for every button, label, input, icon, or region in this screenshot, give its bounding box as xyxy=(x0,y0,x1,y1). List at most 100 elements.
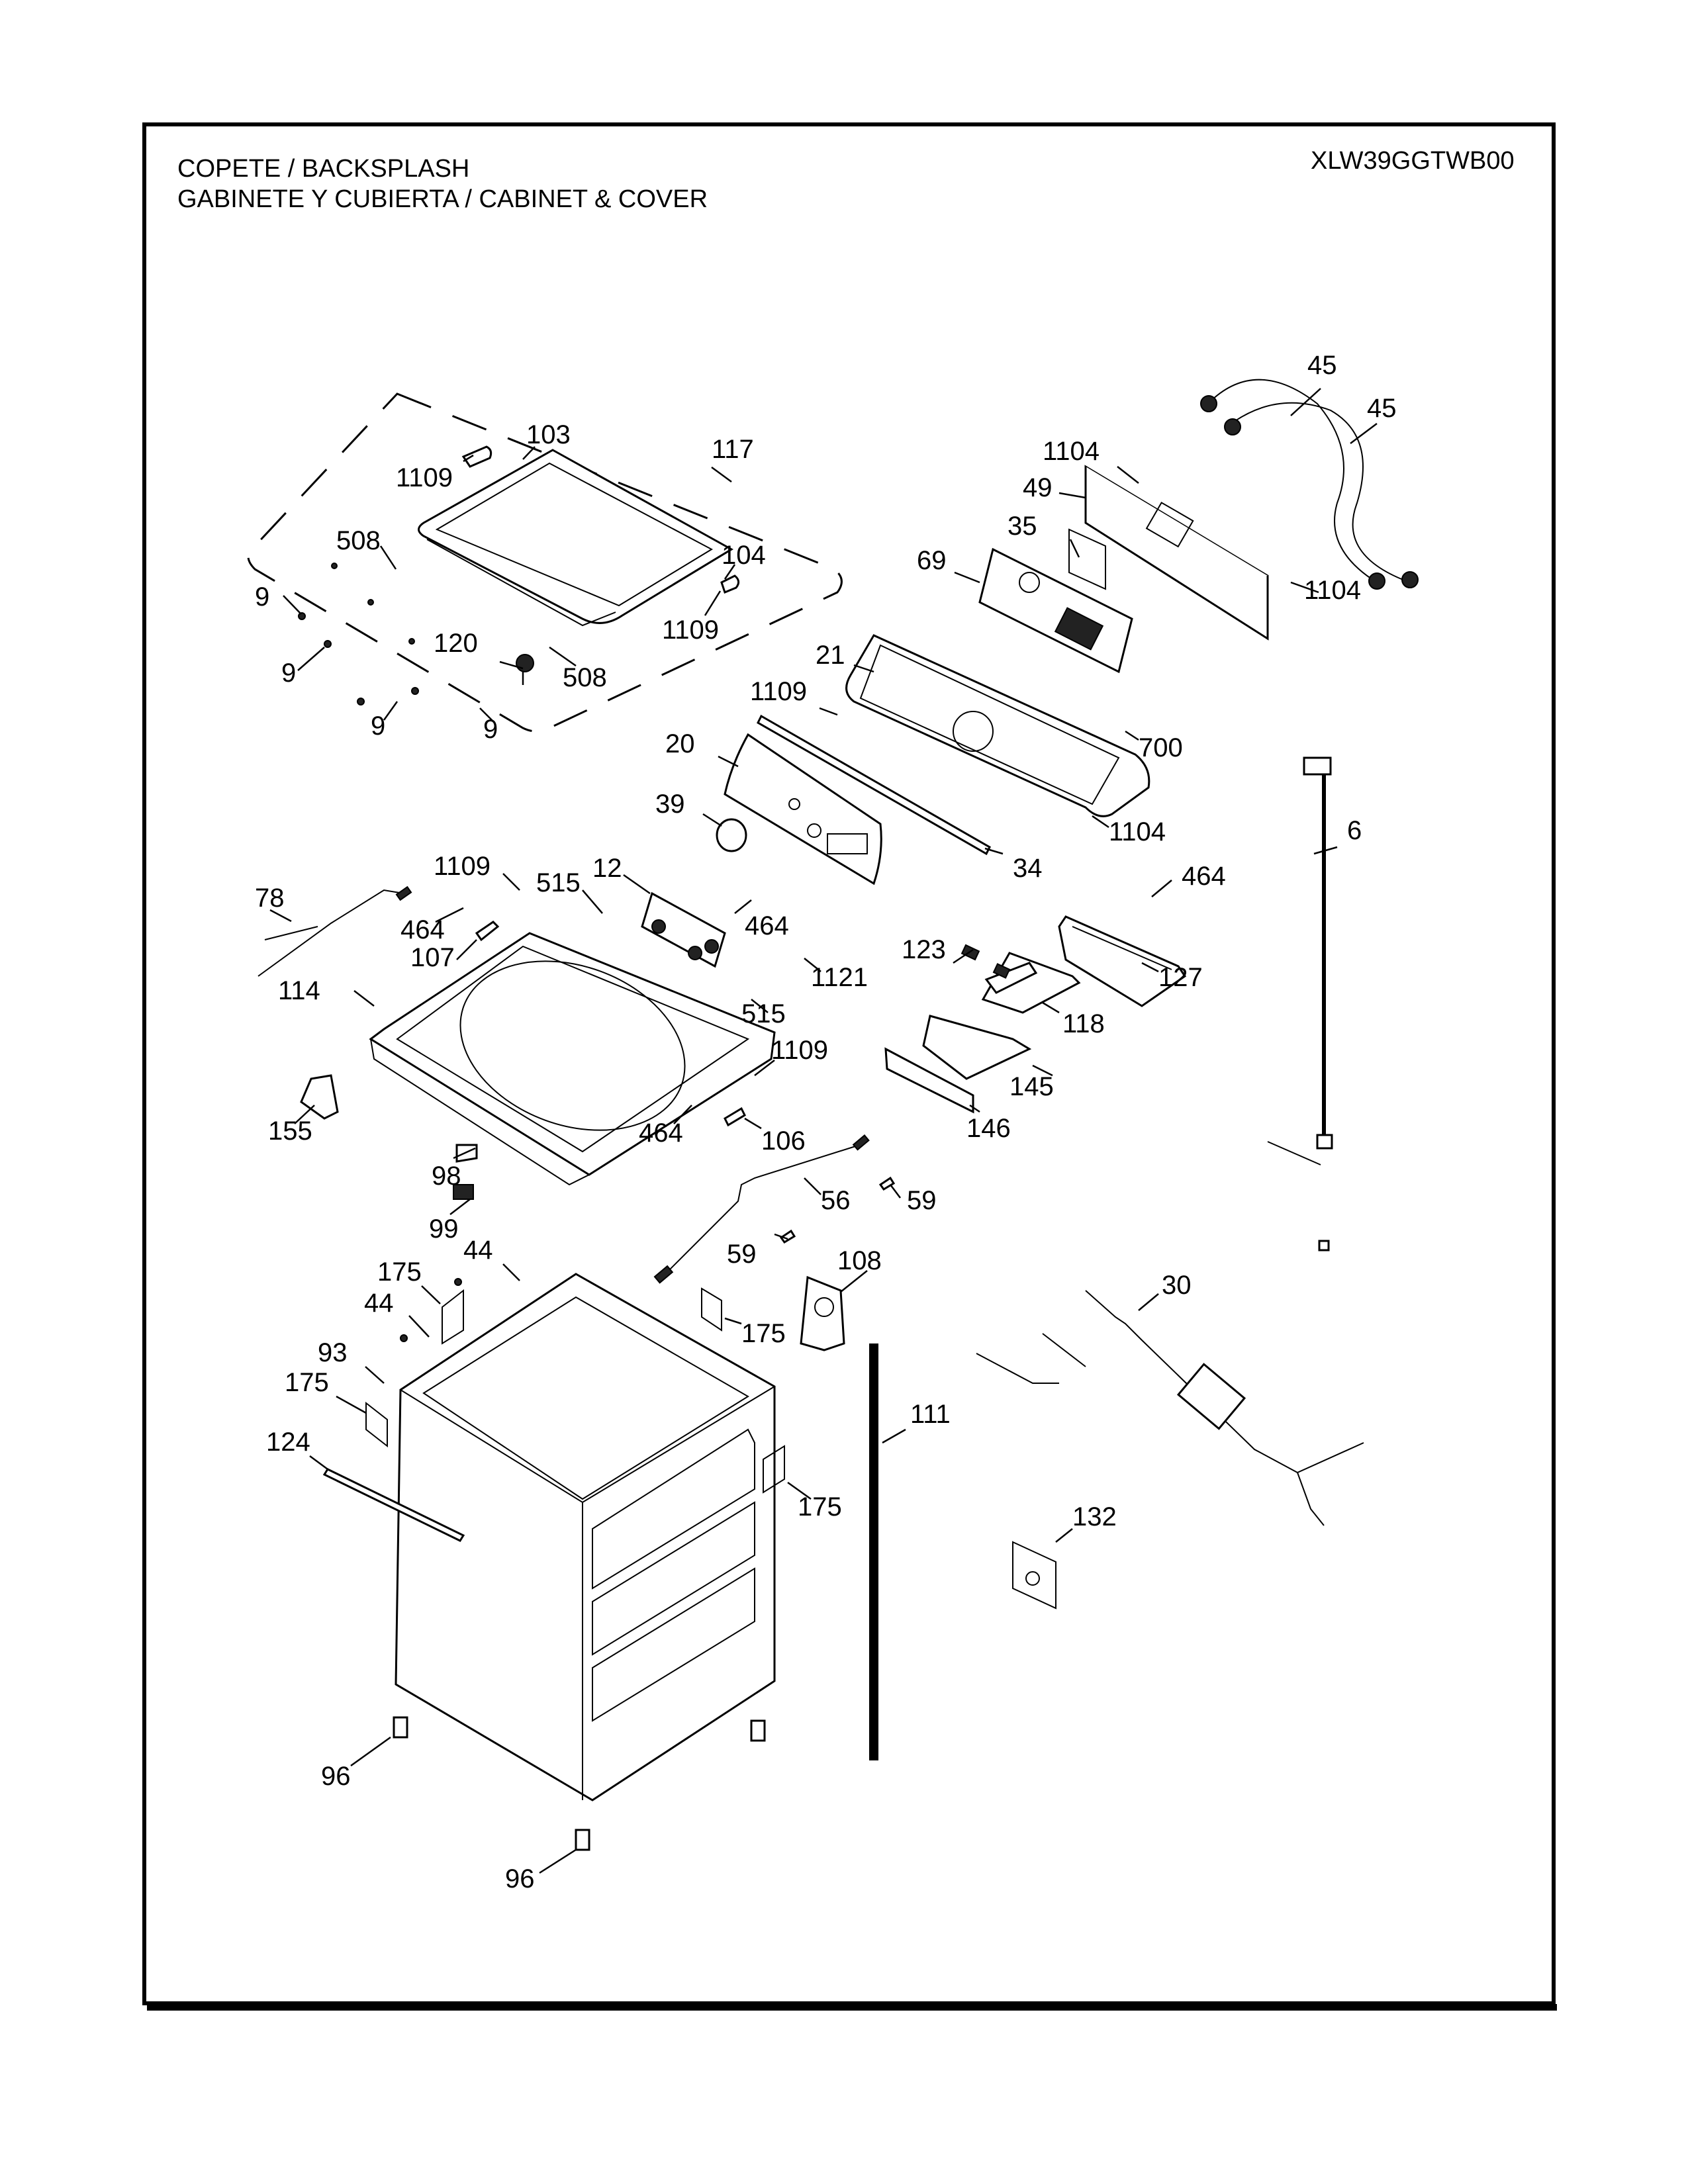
callout-175[interactable]: 175 xyxy=(285,1368,329,1397)
hinge-104 xyxy=(720,574,739,594)
callout-45[interactable]: 45 xyxy=(1367,394,1397,423)
callout-1109[interactable]: 1109 xyxy=(750,677,807,706)
callout-93[interactable]: 93 xyxy=(318,1338,348,1367)
callout-175[interactable]: 175 xyxy=(377,1257,422,1287)
callout-34[interactable]: 34 xyxy=(1013,854,1043,883)
leveling-leg-96b xyxy=(750,1719,766,1742)
callout-9[interactable]: 9 xyxy=(371,711,385,741)
callout-123[interactable]: 123 xyxy=(902,935,946,964)
callout-1109[interactable]: 1109 xyxy=(771,1036,828,1065)
bumper-508a xyxy=(331,563,338,569)
tag-132 xyxy=(1012,1541,1056,1610)
callout-124[interactable]: 124 xyxy=(266,1428,310,1457)
drain-bracket-108 xyxy=(800,1275,845,1351)
callout-114[interactable]: 114 xyxy=(278,976,320,1005)
dispenser-tray-118 xyxy=(981,952,1081,1014)
callout-508[interactable]: 508 xyxy=(336,526,381,555)
callout-69[interactable]: 69 xyxy=(917,546,947,575)
bumper-9c xyxy=(411,687,419,695)
callout-49[interactable]: 49 xyxy=(1023,473,1053,502)
callout-146[interactable]: 146 xyxy=(966,1114,1011,1143)
callout-6[interactable]: 6 xyxy=(1347,816,1362,845)
callout-111[interactable]: 111 xyxy=(910,1400,951,1429)
callout-120[interactable]: 120 xyxy=(434,629,478,658)
callout-78[interactable]: 78 xyxy=(255,884,285,913)
bumper-9b xyxy=(324,640,332,648)
callout-508[interactable]: 508 xyxy=(563,663,607,692)
callout-44[interactable]: 44 xyxy=(463,1236,493,1265)
callout-515[interactable]: 515 xyxy=(536,868,581,897)
drain-hose-111 xyxy=(869,1343,878,1760)
switch-cover-98 xyxy=(455,1144,478,1163)
bracket-107 xyxy=(475,921,500,942)
callout-99[interactable]: 99 xyxy=(429,1214,459,1244)
callout-1104[interactable]: 1104 xyxy=(1109,817,1166,846)
callout-106[interactable]: 106 xyxy=(761,1126,806,1156)
leader-lines xyxy=(269,388,1378,1874)
bleach-cup-155 xyxy=(300,1074,339,1120)
callout-59[interactable]: 59 xyxy=(727,1240,757,1269)
callout-56[interactable]: 56 xyxy=(821,1186,851,1215)
pressure-hose-56 xyxy=(653,1134,870,1284)
callout-39[interactable]: 39 xyxy=(655,790,685,819)
callout-175[interactable]: 175 xyxy=(741,1319,786,1348)
clip-59a xyxy=(878,1176,896,1191)
damper-123b xyxy=(992,963,1011,979)
callout-118[interactable]: 118 xyxy=(1062,1009,1105,1038)
label-175a xyxy=(442,1289,464,1345)
label-175b xyxy=(701,1287,722,1332)
callout-1104[interactable]: 1104 xyxy=(1043,437,1100,466)
callout-464[interactable]: 464 xyxy=(639,1118,683,1148)
callout-1121[interactable]: 1121 xyxy=(811,963,868,992)
diagram-frame xyxy=(142,122,1556,2005)
callout-127[interactable]: 127 xyxy=(1158,963,1203,992)
callout-1104[interactable]: 1104 xyxy=(1304,576,1361,605)
dispenser-drawer-145 xyxy=(922,1015,1032,1080)
knob-39 xyxy=(716,818,747,852)
callout-21[interactable]: 21 xyxy=(816,641,845,670)
callout-20[interactable]: 20 xyxy=(665,729,695,758)
frame-shadow xyxy=(147,2004,1557,2011)
label-175d xyxy=(763,1445,785,1494)
callout-464[interactable]: 464 xyxy=(745,911,789,940)
callout-117[interactable]: 117 xyxy=(712,435,754,464)
callout-155[interactable]: 155 xyxy=(268,1116,312,1146)
rear-panel-49 xyxy=(1084,465,1269,641)
leveling-leg-96a xyxy=(393,1716,408,1739)
callout-104[interactable]: 104 xyxy=(722,541,766,570)
callout-1109[interactable]: 1109 xyxy=(662,615,719,645)
lid-switch-99 xyxy=(453,1184,474,1200)
callout-464[interactable]: 464 xyxy=(400,915,445,944)
top-cover-114 xyxy=(369,932,776,1186)
callout-175[interactable]: 175 xyxy=(798,1492,842,1522)
bumper-9a xyxy=(298,612,306,620)
callout-9[interactable]: 9 xyxy=(483,715,498,744)
callout-35[interactable]: 35 xyxy=(1008,512,1037,541)
callout-96[interactable]: 96 xyxy=(321,1762,351,1791)
callout-9[interactable]: 9 xyxy=(255,582,269,612)
callout-108[interactable]: 108 xyxy=(837,1246,882,1275)
callout-45[interactable]: 45 xyxy=(1307,351,1337,380)
label-plate-35 xyxy=(1068,528,1106,590)
callout-107[interactable]: 107 xyxy=(410,943,455,972)
callout-145[interactable]: 145 xyxy=(1009,1072,1054,1101)
callout-12[interactable]: 12 xyxy=(592,854,622,883)
callout-59[interactable]: 59 xyxy=(907,1186,937,1215)
title-line-1: COPETE / BACKSPLASH xyxy=(177,155,470,183)
callout-98[interactable]: 98 xyxy=(432,1161,461,1191)
callout-1109[interactable]: 1109 xyxy=(396,463,453,492)
leveling-leg-96c xyxy=(575,1829,590,1851)
callout-464[interactable]: 464 xyxy=(1182,862,1226,891)
bumper-508c xyxy=(367,599,374,606)
callout-700[interactable]: 700 xyxy=(1139,733,1183,762)
lid-lock-120 xyxy=(516,654,534,685)
callout-132[interactable]: 132 xyxy=(1072,1502,1117,1531)
callout-96[interactable]: 96 xyxy=(505,1864,535,1893)
callout-9[interactable]: 9 xyxy=(281,659,296,688)
callout-1109[interactable]: 1109 xyxy=(434,852,491,881)
callout-44[interactable]: 44 xyxy=(364,1289,394,1318)
callout-515[interactable]: 515 xyxy=(741,999,786,1028)
callout-103[interactable]: 103 xyxy=(526,420,571,449)
callout-30[interactable]: 30 xyxy=(1162,1271,1192,1300)
